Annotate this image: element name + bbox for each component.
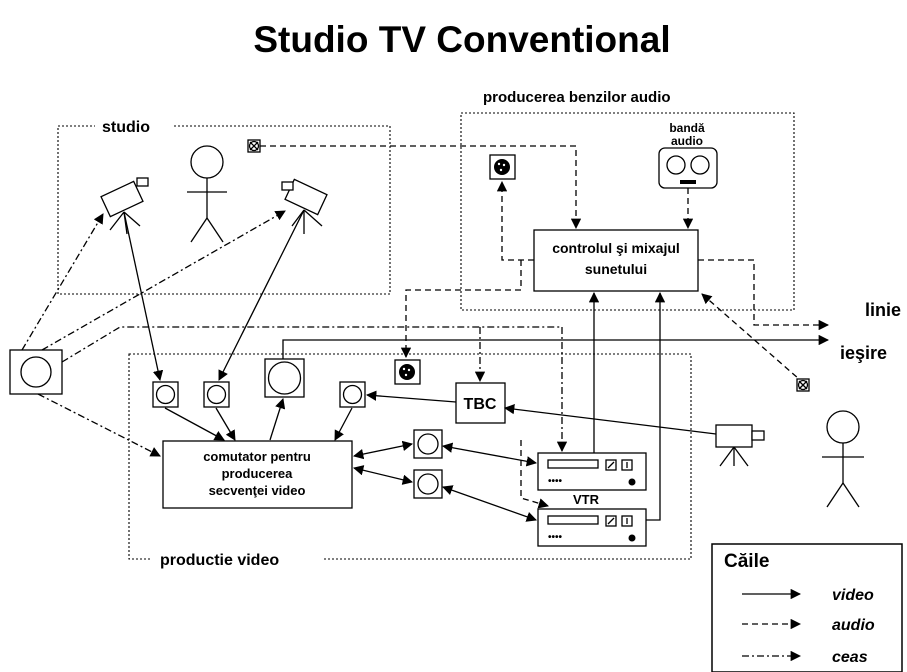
studio-label: studio	[102, 119, 150, 136]
field-microphone-icon	[796, 378, 810, 392]
sound-control-label-1: controlul şi mixajul	[552, 240, 680, 256]
video-switcher-label-2: producerea	[222, 466, 294, 481]
vtr-label: VTR	[573, 492, 600, 507]
audio-tape-label-2: audio	[671, 134, 703, 148]
audio-production-label: producerea benzilor audio	[483, 89, 671, 106]
video-production-label: productie video	[160, 552, 279, 569]
speaker-icon	[489, 154, 516, 180]
legend-video-label: video	[832, 587, 874, 604]
diagram-title: Studio TV Conventional	[253, 19, 670, 60]
video-production-label-bg	[152, 549, 322, 571]
legend-audio-label: audio	[832, 617, 875, 634]
legend: Căile video audio ceas	[711, 543, 903, 672]
output-label: ieşire	[840, 343, 887, 363]
sync-generator-icon	[9, 349, 63, 395]
preview-monitor-1	[152, 381, 179, 408]
tbc-label: TBC	[464, 396, 497, 413]
svg-text:••••: ••••	[548, 532, 563, 543]
legend-clock-label: ceas	[832, 649, 868, 666]
legend-title: Căile	[724, 551, 769, 572]
studio-label-bg	[95, 116, 173, 136]
program-monitor	[264, 358, 305, 398]
video-switcher-label-1: comutator pentru	[203, 449, 311, 464]
studio-region	[57, 125, 391, 295]
video-switcher-label-3: secvenţei video	[209, 483, 306, 498]
video-paths	[123, 209, 830, 522]
legend-box	[711, 543, 903, 672]
vtr-2-icon: ••••	[537, 508, 647, 547]
field-camera-icon	[715, 424, 765, 467]
camera-1-icon	[100, 177, 149, 235]
vtr-monitor-2	[413, 469, 443, 499]
audio-production-region	[460, 112, 795, 311]
audio-paths	[260, 145, 830, 509]
vtr-monitor-1	[413, 429, 443, 459]
svg-text:••••: ••••	[548, 476, 563, 487]
tbc-box	[455, 382, 506, 424]
preview-monitor-2	[203, 381, 230, 408]
clock-paths	[21, 210, 568, 457]
studio-person-icon	[187, 145, 227, 243]
audio-tape-icon	[658, 147, 718, 189]
audio-tape-label-1: bandă	[669, 121, 705, 135]
video-switcher-box	[162, 440, 353, 509]
camera-2-icon	[281, 178, 328, 234]
video-speaker-icon	[394, 359, 421, 385]
field-person-icon	[822, 410, 864, 508]
vtr-1-icon: ••••	[537, 452, 647, 491]
line-out-label: linie	[865, 300, 901, 320]
preview-monitor-3	[339, 381, 366, 408]
sound-control-label-2: sunetului	[585, 261, 647, 277]
studio-microphone-icon	[247, 139, 261, 153]
